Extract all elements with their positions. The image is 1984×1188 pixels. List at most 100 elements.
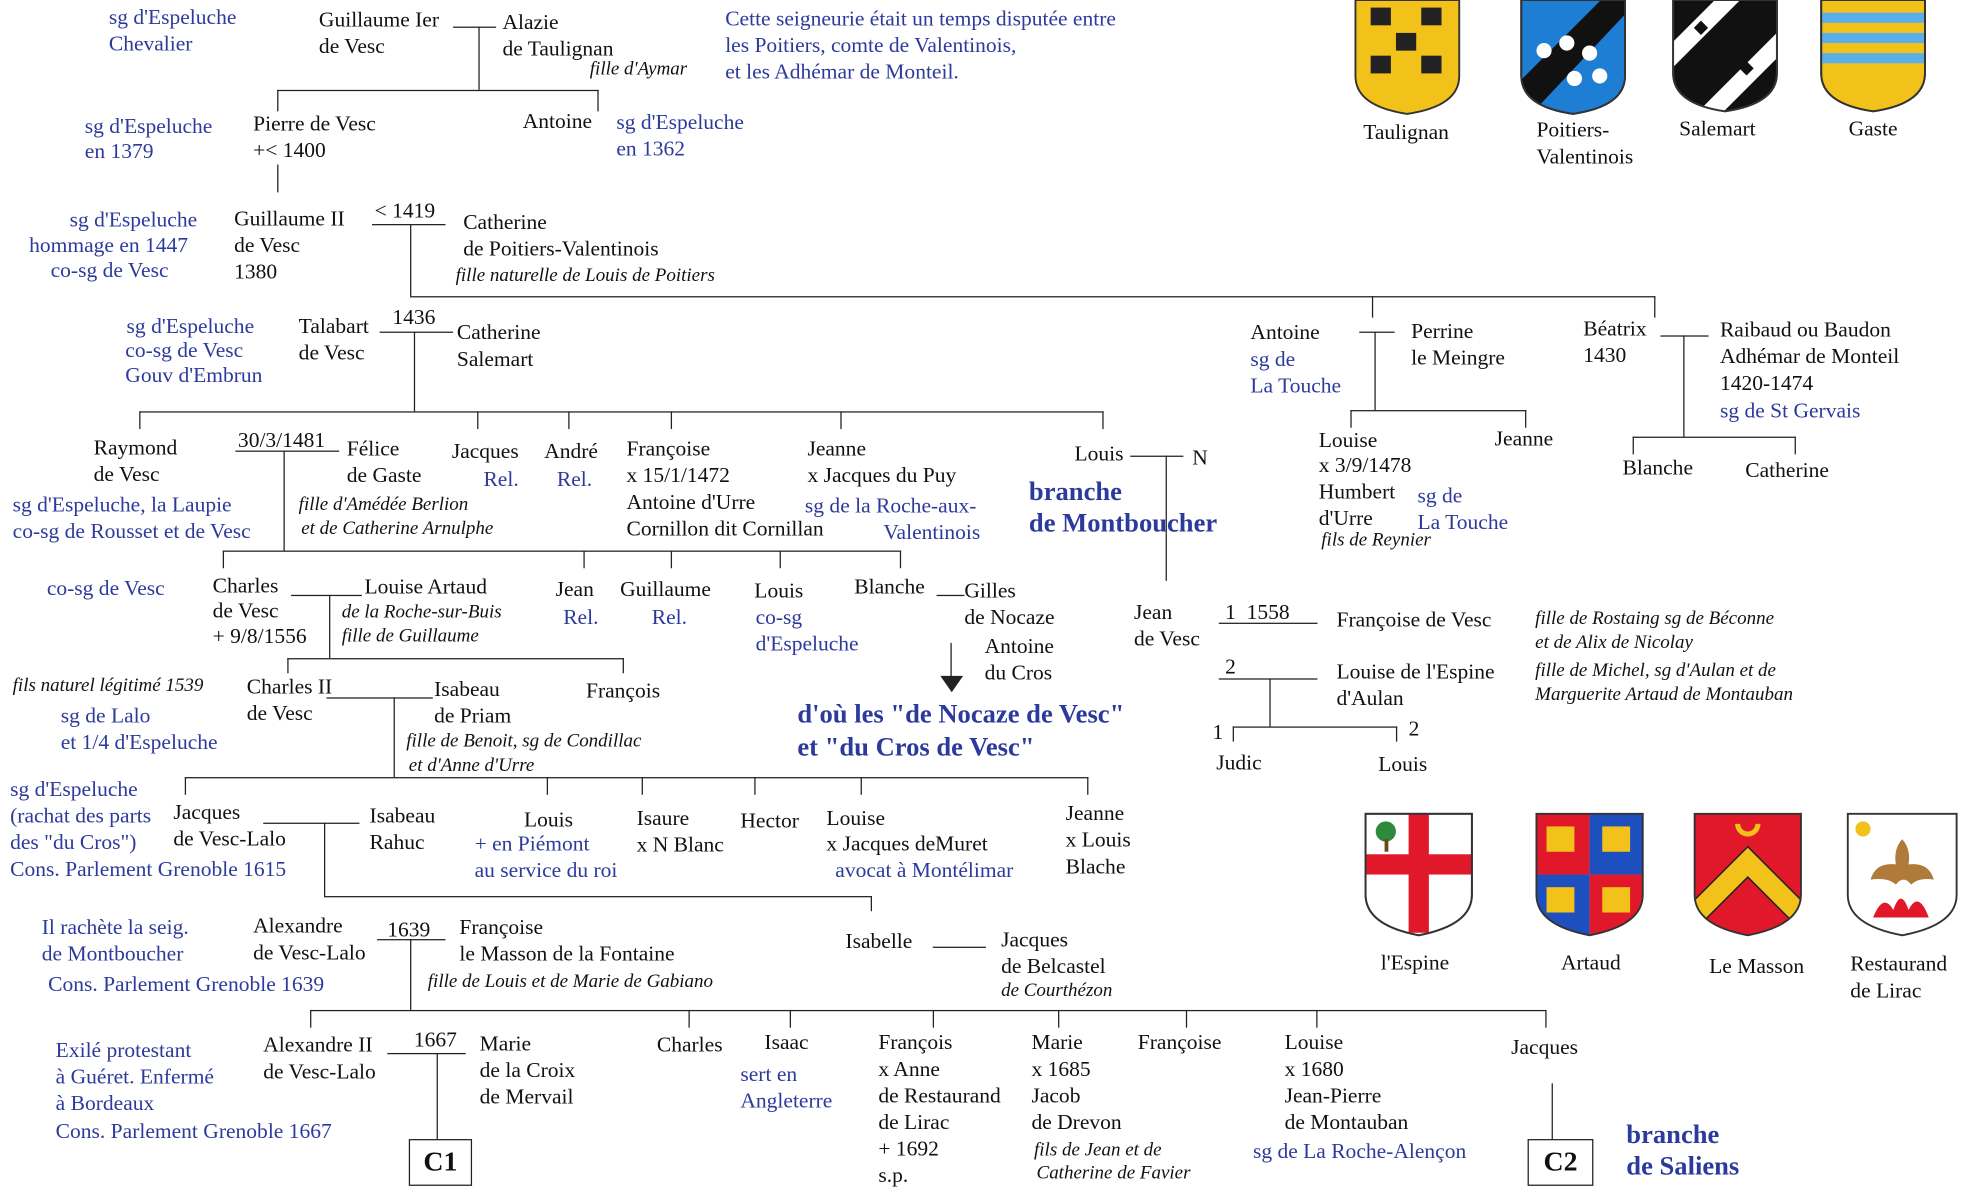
descent-line — [287, 658, 290, 674]
person-francoise-3[interactable]: Françoise — [1137, 1030, 1222, 1055]
person-francoise-urre[interactable]: Françoise — [626, 436, 711, 461]
drevon-note: Catherine de Favier — [1036, 1163, 1191, 1184]
person-louis-cosg[interactable]: Louis — [754, 578, 804, 603]
continuation-box-c2[interactable]: C2 — [1527, 1139, 1594, 1186]
descent-line — [310, 1009, 312, 1028]
descent-line — [1683, 335, 1686, 437]
marriage-line — [936, 594, 965, 597]
person-alazie[interactable]: Alazie — [502, 10, 559, 35]
person-isaure[interactable]: Isaure — [636, 806, 690, 831]
person-charles-3[interactable]: Charles — [656, 1032, 723, 1057]
person-guillaume-1[interactable]: Guillaume Ier — [318, 7, 440, 32]
person-francoise-vesc[interactable]: Françoise de Vesc — [1336, 607, 1492, 632]
person-louis-montboucher[interactable]: Louis — [1074, 441, 1124, 466]
person-guillaume-rel[interactable]: Guillaume — [620, 577, 711, 602]
person-hector[interactable]: Hector — [740, 808, 799, 833]
religious-note: Rel. — [483, 467, 519, 492]
person-blanche-adhemar[interactable]: Blanche — [1622, 455, 1693, 480]
sibling-line — [184, 777, 1089, 779]
person-francois-restaurand[interactable]: François — [878, 1030, 953, 1055]
person-isaac[interactable]: Isaac — [764, 1030, 809, 1055]
person-beatrix[interactable]: Béatrix — [1583, 316, 1647, 341]
person-raibaud[interactable]: Raibaud ou Baudon — [1719, 317, 1891, 342]
person-jeanne-puy[interactable]: Jeanne — [807, 436, 867, 461]
person-catherine-poitiers[interactable]: Catherine — [463, 210, 547, 235]
title-note: avocat à Montélimar — [835, 858, 1014, 883]
person-francois[interactable]: François — [585, 678, 661, 703]
person-jacques-lalo[interactable]: Jacques — [173, 799, 241, 824]
sibling-line — [1350, 410, 1527, 412]
person-marie-croix-family: de la Croix — [479, 1058, 576, 1083]
person-antoine-latouche[interactable]: Antoine — [1250, 320, 1320, 345]
person-pierre[interactable]: Pierre de Vesc — [253, 111, 376, 136]
title-note: sg d'Espeluche — [10, 777, 138, 802]
person-louis-espine[interactable]: Louis — [1378, 751, 1428, 776]
person-talabart-family: de Vesc — [298, 340, 365, 365]
person-jeanne-blache[interactable]: Jeanne — [1065, 801, 1125, 826]
person-francoise-urre-marriage: x 15/1/1472 — [626, 463, 730, 488]
title-note: co-sg de Rousset et de Vesc — [12, 518, 251, 543]
child-number: 2 — [1408, 716, 1420, 741]
person-louise-artaud[interactable]: Louise Artaud — [364, 574, 487, 599]
person-antoine-cros[interactable]: Antoine — [984, 634, 1054, 659]
person-jean-vesc-family: de Vesc — [1133, 626, 1200, 651]
person-talabart[interactable]: Talabart — [298, 313, 369, 338]
person-isabelle[interactable]: Isabelle — [845, 928, 913, 953]
descent-line — [789, 1009, 792, 1028]
descent-line — [1551, 1083, 1554, 1140]
person-jacques-belcastel[interactable]: Jacques — [1001, 927, 1069, 952]
person-pierre-dates: +< 1400 — [253, 137, 326, 162]
marriage-line — [1218, 678, 1318, 681]
person-louis-piemont[interactable]: Louis — [523, 807, 573, 832]
person-louise-montauban[interactable]: Louise — [1284, 1030, 1344, 1055]
person-louise-muret[interactable]: Louise — [826, 806, 886, 831]
descent-line — [597, 89, 600, 112]
sibling-line — [310, 1009, 1547, 1012]
person-marie-drevon[interactable]: Marie — [1031, 1030, 1083, 1055]
person-felice[interactable]: Félice — [346, 436, 400, 461]
title-note: (rachat des parts — [10, 803, 152, 828]
descendants-note: et "du Cros de Vesc" — [797, 731, 1035, 762]
felice-note: et de Catherine Arnulphe — [301, 518, 494, 540]
religious-note: Rel. — [563, 604, 599, 630]
person-louise-urre[interactable]: Louise — [1318, 427, 1378, 452]
person-louise-espine[interactable]: Louise de l'Espine — [1336, 659, 1495, 684]
person-jeanne-latouche[interactable]: Jeanne — [1494, 426, 1554, 451]
person-andre[interactable]: André — [544, 439, 598, 464]
person-isabeau-rahuc[interactable]: Isabeau — [369, 803, 436, 828]
person-perrine[interactable]: Perrine — [1411, 318, 1474, 343]
person-alexandre-2-family: de Vesc-Lalo — [263, 1059, 376, 1084]
person-isabeau-priam[interactable]: Isabeau — [434, 677, 500, 702]
person-jean-rel[interactable]: Jean — [555, 577, 594, 602]
title-note: sg de La Roche-Alençon — [1252, 1139, 1467, 1164]
person-isaure-marriage: x N Blanc — [636, 832, 724, 857]
person-marie-croix[interactable]: Marie — [479, 1031, 532, 1056]
descent-line — [329, 594, 331, 659]
person-gilles[interactable]: Gilles — [964, 578, 1016, 603]
louise-note: fils de Reynier — [1321, 530, 1431, 551]
person-jean-vesc[interactable]: Jean — [1133, 599, 1173, 624]
continuation-box-c1[interactable]: C1 — [408, 1139, 473, 1186]
person-charles[interactable]: Charles — [212, 573, 279, 598]
person-n[interactable]: N — [1192, 445, 1208, 470]
person-catherine-adhemar[interactable]: Catherine — [1745, 458, 1829, 483]
person-judic[interactable]: Judic — [1216, 750, 1262, 775]
person-jacques[interactable]: Jacques — [451, 439, 519, 464]
person-blanche-nocaze[interactable]: Blanche — [854, 574, 925, 599]
person-alexandre-2[interactable]: Alexandre II — [263, 1032, 373, 1057]
marriage-line — [932, 946, 986, 949]
person-jacques-saliens[interactable]: Jacques — [1511, 1035, 1579, 1060]
person-catherine-salemart[interactable]: Catherine — [456, 320, 541, 345]
descent-line — [222, 550, 225, 569]
person-antoine[interactable]: Antoine — [522, 108, 593, 133]
person-raymond[interactable]: Raymond — [93, 435, 178, 460]
person-guillaume-2[interactable]: Guillaume II — [234, 206, 345, 231]
title-note: + en Piémont — [474, 831, 590, 856]
descent-line — [1794, 436, 1797, 455]
person-raibaud-dates: 1420-1474 — [1719, 370, 1814, 395]
person-charles-2[interactable]: Charles II — [246, 674, 333, 699]
person-alexandre[interactable]: Alexandre — [253, 913, 343, 938]
person-jacques-lalo-family: de Vesc-Lalo — [173, 826, 286, 851]
francoise-masson-note: fille de Louis et de Marie de Gabiano — [427, 971, 714, 993]
person-francoise-masson[interactable]: Françoise — [459, 915, 544, 940]
